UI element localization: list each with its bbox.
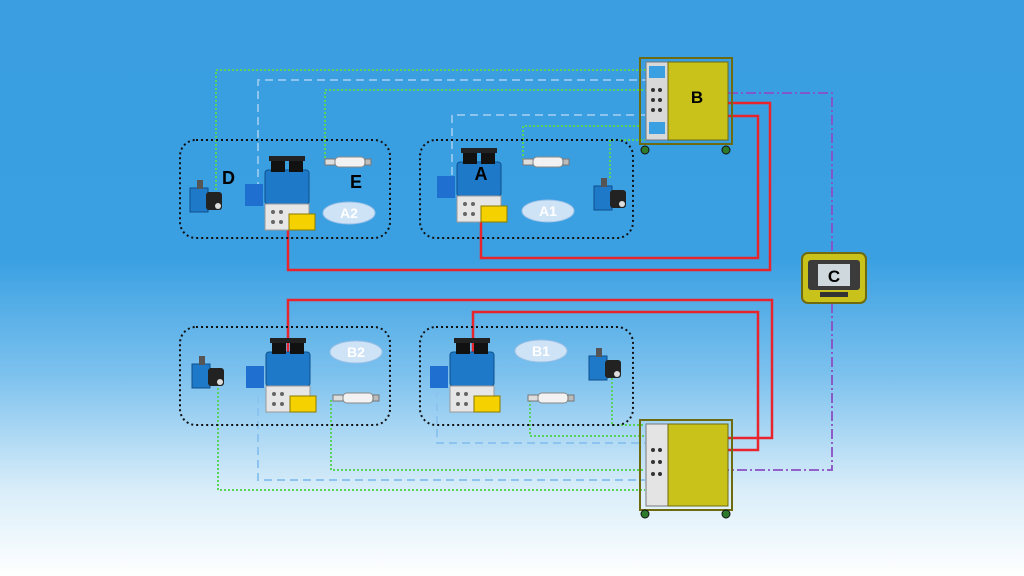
sensor-d-label: D bbox=[222, 168, 235, 188]
zone-a1-label: A1 bbox=[539, 203, 557, 219]
zone-a1-boundary bbox=[419, 139, 634, 239]
zone-b1-badge bbox=[514, 339, 568, 363]
probe-e-label: E bbox=[350, 172, 362, 192]
sensor-unit-b2 bbox=[191, 355, 225, 389]
comm-lines bbox=[728, 92, 833, 471]
zone-b1-boundary bbox=[419, 326, 634, 426]
zone-a2-label: A2 bbox=[340, 205, 358, 221]
signal-lines-bottom bbox=[217, 378, 645, 491]
device-a-label: A bbox=[475, 164, 488, 184]
sensor-unit-a1 bbox=[593, 177, 627, 211]
zone-a2-boundary bbox=[179, 139, 391, 239]
cabinet-b: B bbox=[639, 57, 733, 155]
valve-block-a2 bbox=[244, 155, 316, 231]
zone-a1-badge bbox=[521, 199, 575, 223]
probe-e-unit bbox=[324, 156, 372, 168]
cabinet-bottom bbox=[639, 419, 733, 519]
zone-b2-boundary bbox=[179, 326, 391, 426]
probe-unit-b1 bbox=[527, 392, 575, 404]
zone-a2-badge bbox=[322, 201, 376, 225]
control-lines-bottom bbox=[257, 390, 645, 481]
hydraulic-lines bbox=[286, 101, 774, 452]
signal-lines-top bbox=[215, 69, 650, 190]
probe-unit-a1 bbox=[522, 156, 570, 168]
controller-c: C bbox=[801, 252, 867, 304]
valve-block-b1 bbox=[429, 337, 501, 413]
zone-b1-label: B1 bbox=[532, 343, 550, 359]
cabinet-b-label: B bbox=[691, 88, 703, 107]
zone-b2-label: B2 bbox=[347, 344, 365, 360]
zone-b2-badge bbox=[329, 340, 383, 364]
control-lines-top bbox=[257, 79, 650, 190]
controller-c-label: C bbox=[828, 267, 840, 286]
valve-block-a bbox=[436, 147, 508, 223]
sensor-unit-b1 bbox=[588, 347, 622, 381]
probe-unit-b2 bbox=[332, 392, 380, 404]
sensor-d-unit bbox=[189, 179, 223, 213]
valve-block-b2 bbox=[245, 337, 317, 413]
